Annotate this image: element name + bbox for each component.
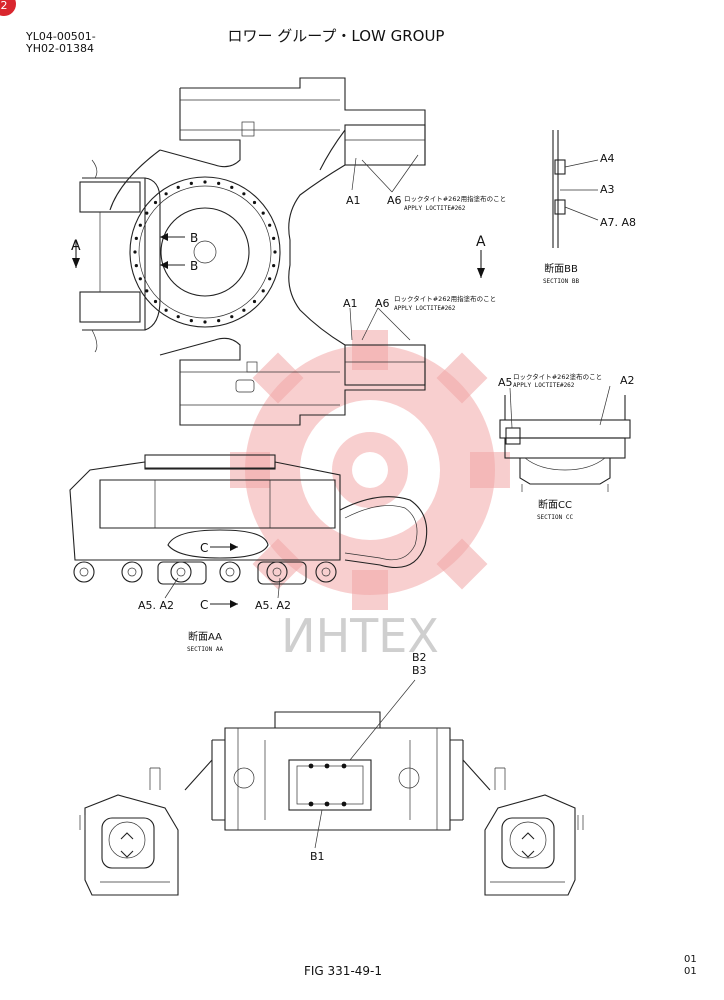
bolt <box>273 250 277 254</box>
section-a-marker-left: A <box>71 238 81 254</box>
bolt <box>230 315 234 319</box>
page-badge-number: 2 <box>1 0 8 12</box>
roller <box>170 561 192 583</box>
callout-a7-a8: A7. A8 <box>600 216 636 229</box>
section-cc-label-jp: 断面CC <box>538 498 572 511</box>
section-c-marker-upper: C <box>200 541 208 555</box>
callout-a4: A4 <box>600 152 615 165</box>
bolt <box>133 250 137 254</box>
page-number-line2: 01 <box>684 966 697 977</box>
callout-b1: B1 <box>310 850 325 863</box>
note-cc-en: APPLY LOCTITE#262 <box>513 382 575 389</box>
bolt <box>145 289 149 293</box>
note-cc-jp: ロックタイト#262塗布のこと <box>513 372 602 381</box>
bolt <box>203 320 207 324</box>
bolt <box>134 264 138 268</box>
callout-a6-bottom: A6 <box>375 297 390 310</box>
callout-a3: A3 <box>600 183 615 196</box>
bolt <box>272 236 276 240</box>
bolt <box>153 200 158 205</box>
roller <box>73 561 95 583</box>
section-bb-label-jp: 断面BB <box>544 262 578 275</box>
bolt <box>138 277 142 281</box>
bolt <box>268 277 272 281</box>
bolt <box>138 223 142 227</box>
bolt <box>261 289 265 293</box>
bolt <box>189 319 193 323</box>
bolt <box>252 299 257 304</box>
callout-a2-cc: A2 <box>620 374 635 387</box>
callout-b3: B3 <box>412 664 427 677</box>
bolt-circle <box>133 180 277 324</box>
bolt <box>203 180 207 184</box>
section-aa-label-en: SECTION AA <box>187 646 224 653</box>
figure-number: FIG 331-49-1 <box>304 964 382 978</box>
track-rollers <box>73 561 337 585</box>
bolt <box>242 308 246 312</box>
bolt <box>153 299 158 304</box>
callout-a5-a2-left: A5. A2 <box>138 599 174 612</box>
section-bb-view: A4 A3 A7. A8 断面BB SECTION BB <box>543 130 636 285</box>
page-badge <box>0 0 16 16</box>
section-aa-label-jp: 断面AA <box>188 630 222 643</box>
rear-view: B2 B3 B1 <box>79 651 584 896</box>
bolt <box>164 192 168 196</box>
roller <box>315 561 337 583</box>
bolt <box>176 315 180 319</box>
bolt <box>189 181 193 185</box>
model-range-line2: YH02-01384 <box>25 42 94 55</box>
bolt <box>242 192 246 196</box>
page-title: ロワー グループ・LOW GROUP <box>228 27 445 45</box>
note-bottom-jp: ロックタイト#262用指塗布のこと <box>394 294 496 303</box>
page-number-line1: 01 <box>684 954 697 965</box>
roller <box>121 561 143 583</box>
watermark-text: ИНТЕХ <box>281 609 439 663</box>
bolt <box>217 319 221 323</box>
section-cc-view: A5 ロックタイト#262塗布のこと APPLY LOCTITE#262 A2 … <box>498 372 635 521</box>
section-cc-label-en: SECTION CC <box>537 514 574 521</box>
roller-guard <box>257 561 307 585</box>
model-range-line1: YL04-00501- <box>25 30 96 43</box>
top-plan-view: B B A A A1 A6 ロックタイト#262用指塗布のこと APPLY LO… <box>71 77 506 426</box>
section-c-marker-lower: C <box>200 598 208 612</box>
section-bb-label-en: SECTION BB <box>543 278 580 285</box>
bolt <box>268 223 272 227</box>
callout-a1-bottom: A1 <box>343 297 358 310</box>
note-top-jp: ロックタイト#262用指塗布のこと <box>404 194 506 203</box>
roller <box>219 561 241 583</box>
bolt <box>176 185 180 189</box>
note-bottom-en: APPLY LOCTITE#262 <box>394 305 456 312</box>
callout-a6-top: A6 <box>387 194 402 207</box>
section-b-marker-upper: B <box>190 231 198 245</box>
bolt <box>217 181 221 185</box>
section-a-marker-right: A <box>476 234 486 250</box>
section-b-marker-lower: B <box>190 259 198 273</box>
callout-a5-a2-right: A5. A2 <box>255 599 291 612</box>
bolt <box>145 211 149 215</box>
bolt <box>230 185 234 189</box>
note-top-en: APPLY LOCTITE#262 <box>404 205 466 212</box>
section-aa-view: C C A5. A2 A5. A2 断面AA SECTION AA <box>69 454 428 653</box>
bolt <box>261 211 265 215</box>
bolt <box>272 264 276 268</box>
bolt <box>134 236 138 240</box>
roller-guard <box>157 561 207 585</box>
callout-b2: B2 <box>412 651 427 664</box>
bolt <box>252 200 257 205</box>
bolt <box>164 308 168 312</box>
callout-a5-cc: A5 <box>498 376 513 389</box>
callout-a1-top: A1 <box>346 194 361 207</box>
